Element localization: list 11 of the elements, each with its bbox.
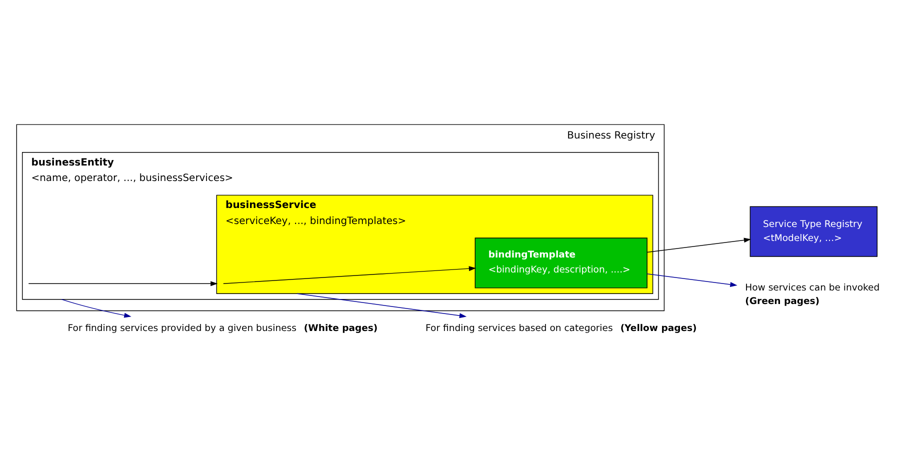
arrow	[646, 274, 738, 287]
node-box: bindingTemplate <bindingKey, description, ....>	[474, 238, 648, 288]
node-box: Service Type Registry <tModelKey, …>	[750, 206, 878, 257]
arrow	[296, 293, 467, 318]
node-text: How services can be invoked (Green pages)	[745, 282, 880, 307]
arrow	[61, 298, 132, 318]
arrow	[28, 281, 218, 286]
node-text: For finding services provided by a given business (White pages)	[68, 323, 378, 334]
arrow	[646, 238, 752, 253]
node-text: For finding services based on categories (Yellow pages)	[426, 323, 697, 334]
arrow	[223, 266, 476, 284]
